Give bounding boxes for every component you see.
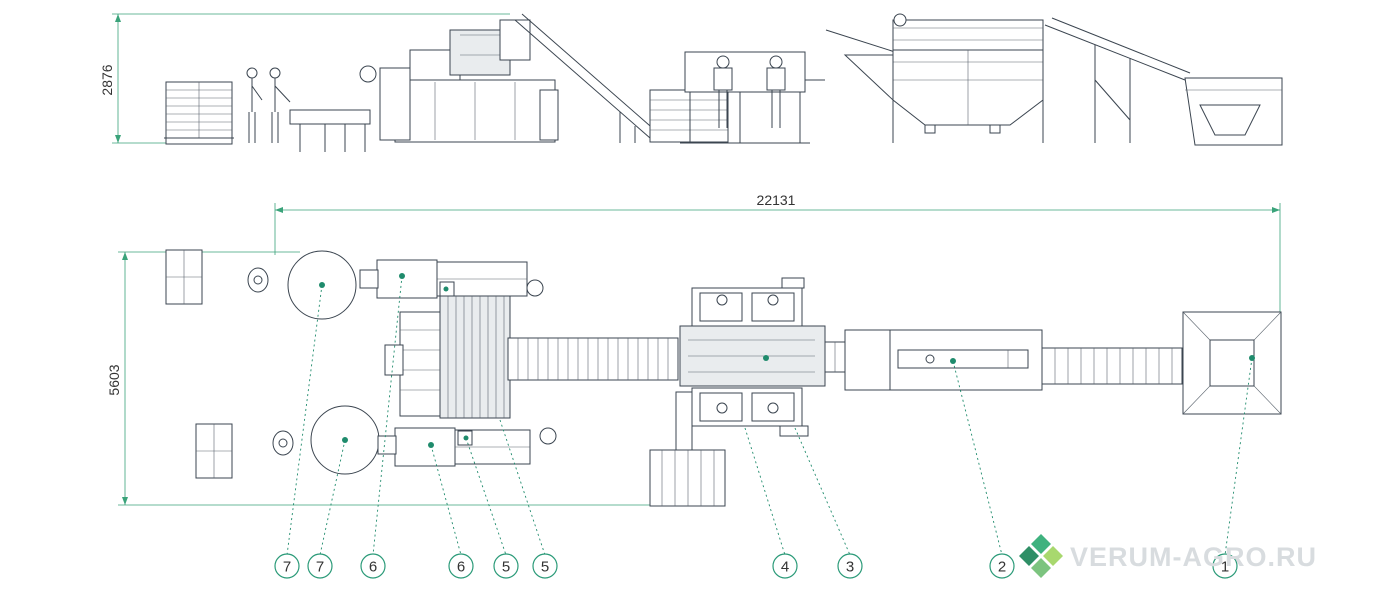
operator-figure-1 xyxy=(246,67,263,143)
feeding-conveyor-plan xyxy=(1041,347,1183,385)
callout-1: 1 xyxy=(1212,553,1238,579)
callout-4-label: 4 xyxy=(781,559,789,576)
weigher-platform-plan xyxy=(384,281,511,446)
packing-table-side xyxy=(289,109,371,152)
callout-7b: 7 xyxy=(307,553,333,579)
callout-5b-label: 5 xyxy=(541,559,549,576)
incline-conveyor-2-side xyxy=(1044,17,1191,143)
callout-5a-label: 5 xyxy=(502,559,510,576)
inspection-table-plan xyxy=(679,277,826,437)
operator-plan-lower xyxy=(272,430,294,456)
callout-markers: 7 7 6 6 5 5 4 3 xyxy=(274,553,1238,579)
operator-plan-upper xyxy=(247,267,269,293)
verum-agro-logo-icon xyxy=(1019,534,1063,578)
pallet-stack-side xyxy=(164,81,234,145)
callout-2-label: 2 xyxy=(998,559,1006,576)
receiving-hopper-side xyxy=(1184,77,1283,146)
callout-7a-label: 7 xyxy=(283,559,291,576)
watermark: VERUM-AGRO.RU xyxy=(1019,534,1317,578)
callout-6b: 6 xyxy=(448,553,474,579)
callout-6a: 6 xyxy=(360,553,386,579)
washing-machine-plan xyxy=(889,329,1043,391)
callout-3-label: 3 xyxy=(846,559,854,576)
callout-7b-label: 7 xyxy=(316,559,324,576)
weigher-packing-machine-side xyxy=(359,19,559,143)
height-dimension: 2876 xyxy=(99,13,510,144)
operator-figure-2 xyxy=(269,67,291,143)
width-dimension: 5603 xyxy=(106,251,660,506)
callout-1-label: 1 xyxy=(1221,559,1229,576)
length-dimension-label: 22131 xyxy=(757,192,796,208)
watermark-text: VERUM-AGRO.RU xyxy=(1070,542,1317,572)
callout-2: 2 xyxy=(989,553,1015,579)
pallet-plan-upper xyxy=(165,249,203,305)
leader-lines xyxy=(286,275,1253,556)
callout-4: 4 xyxy=(772,553,798,579)
plan-view: 22131 5603 xyxy=(106,192,1282,556)
transfer-conveyor-plan xyxy=(824,329,896,391)
callout-6b-label: 6 xyxy=(457,559,465,576)
inspection-table-side xyxy=(649,51,825,144)
pallet-plan-lower xyxy=(195,423,233,479)
callout-7a: 7 xyxy=(274,553,300,579)
callout-6a-label: 6 xyxy=(369,559,377,576)
callout-5b: 5 xyxy=(532,553,558,579)
waste-bin-plan xyxy=(649,391,726,507)
receiving-hopper-plan xyxy=(1182,311,1282,415)
length-dimension: 22131 xyxy=(274,192,1281,315)
main-conveyor-plan xyxy=(507,337,679,381)
callout-5a: 5 xyxy=(493,553,519,579)
side-view: 2876 xyxy=(99,13,1283,152)
height-dimension-label: 2876 xyxy=(99,64,115,95)
width-dimension-label: 5603 xyxy=(106,364,122,395)
callout-3: 3 xyxy=(837,553,863,579)
washing-drum-unit-side xyxy=(825,13,1044,143)
